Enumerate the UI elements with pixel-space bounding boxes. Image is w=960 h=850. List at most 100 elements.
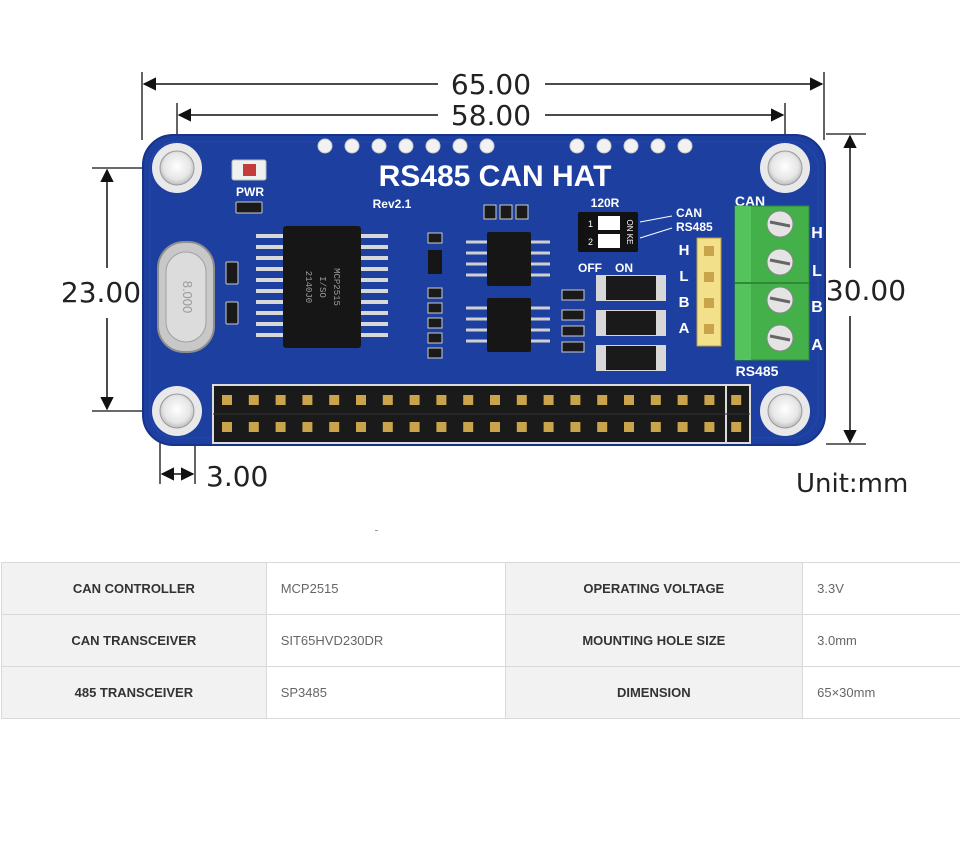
gpio-pin [597, 422, 608, 432]
switch-can-label: CAN [676, 206, 702, 220]
crystal-marking: 8.000 [180, 281, 195, 314]
pin-label-right-b: B [811, 299, 823, 316]
hole-spacing-x-label: 58.00 [451, 99, 531, 132]
spec-label: 485 TRANSCEIVER [1, 666, 267, 719]
gpio-pin [302, 395, 313, 405]
dimension-hole-spacing-x: 58.00 [176, 99, 786, 150]
gpio-header [212, 384, 751, 444]
gpio-pin [356, 395, 366, 405]
pin-label-right-h: H [811, 225, 823, 242]
spec-label: CAN CONTROLLER [1, 562, 267, 615]
can-transceiver-chip [466, 232, 550, 286]
unit-label: Unit:mm [796, 469, 908, 499]
controller-marking-2: I/SO [317, 276, 327, 298]
gpio-pin [222, 395, 232, 405]
dimension-hole-spacing-y: 23.00 [61, 167, 176, 412]
pcb-board: PWR RS485 CAN HAT Rev2.1 8.000 [142, 134, 826, 446]
top-test-pads [317, 138, 693, 154]
spec-value: 65×30mm [802, 666, 960, 719]
dip-pin-1: 1 [588, 219, 593, 229]
gpio-pin [677, 422, 688, 432]
board-title: RS485 CAN HAT [379, 160, 612, 193]
gpio-pin [382, 395, 393, 405]
gpio-pin [302, 422, 313, 432]
spec-value: 3.3V [802, 562, 960, 615]
gpio-pin [275, 395, 286, 405]
gpio-pin [248, 395, 259, 405]
dip-switch: 1 2 ON KE [578, 212, 638, 252]
gpio-pin [650, 422, 661, 432]
passive-components [427, 204, 585, 359]
gpio-pin [704, 395, 715, 405]
dip-pin-2: 2 [588, 237, 593, 247]
gpio-pin [356, 422, 366, 432]
gpio-pin [516, 395, 527, 405]
gpio-pin [248, 422, 259, 432]
rs485-transceiver-chip [466, 298, 550, 352]
pin-label-left-a: A [679, 320, 690, 337]
spec-label: OPERATING VOLTAGE [504, 562, 804, 615]
gpio-pin [436, 422, 447, 432]
pin-label-right-a: A [811, 337, 823, 354]
gpio-pin [650, 395, 661, 405]
gpio-pin [409, 422, 420, 432]
switch-rs485-label: RS485 [676, 220, 713, 234]
spec-label: CAN TRANSCEIVER [1, 614, 267, 667]
spec-value: MCP2515 [265, 562, 506, 615]
gpio-pin [704, 422, 715, 432]
gpio-pin [275, 422, 286, 432]
gpio-pin [731, 422, 742, 432]
pin-label-right-l: L [812, 263, 822, 280]
terminal-rs485-label: RS485 [736, 363, 779, 379]
spec-value: SP3485 [265, 666, 506, 719]
pin-label-left-l: L [679, 268, 688, 285]
gpio-pin [570, 422, 581, 432]
dimension-overall-height: 30.00 [826, 133, 906, 445]
jumper-120r-label: 120R [591, 196, 620, 210]
overall-width-label: 65.00 [451, 68, 531, 101]
gpio-pin [543, 395, 554, 405]
gpio-pin [731, 395, 742, 405]
gpio-pin [624, 395, 634, 405]
gpio-pin [516, 422, 527, 432]
switch-off-label: OFF [578, 261, 602, 275]
table-row: CAN CONTROLLER MCP2515 OPERATING VOLTAGE… [1, 562, 960, 615]
spec-label: DIMENSION [504, 666, 804, 719]
board-dimension-diagram: 65.00 58.00 23.00 30.00 3.00 Unit:mm [61, 68, 908, 499]
pin-label-left-h: H [679, 242, 690, 259]
divider-mark [375, 530, 378, 531]
controller-marking-3: 2140J0 [303, 271, 313, 303]
resistor [235, 201, 263, 214]
spec-label: MOUNTING HOLE SIZE [504, 614, 804, 667]
pwr-label: PWR [236, 185, 264, 199]
table-row: CAN TRANSCEIVER SIT65HVD230DR MOUNTING H… [1, 614, 960, 667]
screw-terminal [734, 205, 810, 361]
gpio-pin [490, 422, 500, 432]
gpio-pin [543, 422, 554, 432]
dip-marking: ON KE [625, 220, 634, 245]
terminal-can-label: CAN [735, 193, 765, 209]
switch-on-label: ON [615, 261, 633, 275]
crystal-oscillator: 8.000 [157, 241, 215, 353]
hole-spacing-y-label: 23.00 [61, 276, 141, 309]
gpio-pin [463, 422, 474, 432]
gpio-pin [463, 395, 474, 405]
spec-value: SIT65HVD230DR [265, 614, 506, 667]
gpio-pin [597, 395, 608, 405]
spec-value: 3.0mm [802, 614, 960, 667]
gpio-pin [624, 422, 634, 432]
hole-offset-label: 3.00 [206, 460, 268, 493]
rs485-can-pin-header [696, 237, 722, 347]
spec-table: CAN CONTROLLER MCP2515 OPERATING VOLTAGE… [1, 562, 960, 719]
can-controller-chip: MCP2515 I/SO 2140J0 [256, 226, 388, 348]
tvs-diodes [596, 275, 666, 371]
dimension-overall-width: 65.00 [141, 68, 825, 140]
gpio-pin [329, 395, 340, 405]
table-row: 485 TRANSCEIVER SP3485 DIMENSION 65×30mm [1, 666, 960, 719]
gpio-pin [382, 422, 393, 432]
revision-label: Rev2.1 [373, 197, 412, 211]
overall-height-label: 30.00 [826, 274, 906, 307]
gpio-pin [677, 395, 688, 405]
dimension-hole-offset: 3.00 [159, 440, 268, 493]
gpio-pin [436, 395, 447, 405]
